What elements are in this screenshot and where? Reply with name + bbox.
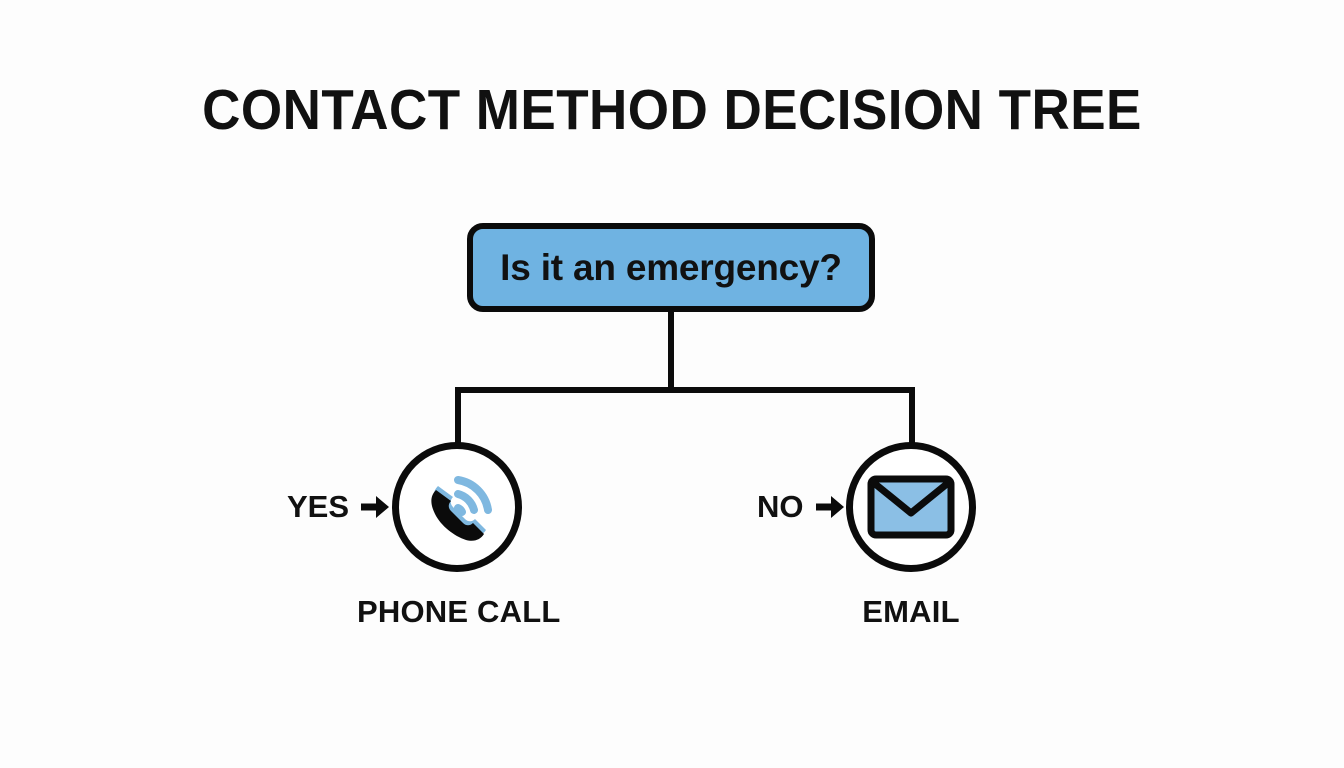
branch-label-yes-text: YES xyxy=(287,489,350,524)
right-arrow-icon xyxy=(815,496,844,518)
outcome-label-email: EMAIL xyxy=(862,594,960,629)
decision-node-root[interactable]: Is it an emergency? xyxy=(467,223,875,312)
outcome-node-phone[interactable]: PHONE CALL xyxy=(357,442,560,630)
right-arrow-icon xyxy=(361,496,390,518)
outcome-label-phone: PHONE CALL xyxy=(357,594,561,629)
phone-icon-circle[interactable] xyxy=(392,442,522,572)
branch-label-no: NO xyxy=(757,489,845,525)
outcome-node-email[interactable]: EMAIL xyxy=(846,442,976,630)
branch-label-no-text: NO xyxy=(757,489,804,524)
connector-stem xyxy=(668,310,674,393)
connector-horizontal-bar xyxy=(455,387,915,393)
connector-drop-left xyxy=(455,387,461,443)
connector-drop-right xyxy=(909,387,915,443)
email-envelope-icon xyxy=(867,475,955,539)
branch-label-yes: YES xyxy=(287,489,390,525)
email-icon-circle[interactable] xyxy=(846,442,976,572)
phone-call-icon xyxy=(431,476,492,541)
decision-node-label: Is it an emergency? xyxy=(500,246,842,288)
page-title: CONTACT METHOD DECISION TREE xyxy=(202,78,1142,142)
